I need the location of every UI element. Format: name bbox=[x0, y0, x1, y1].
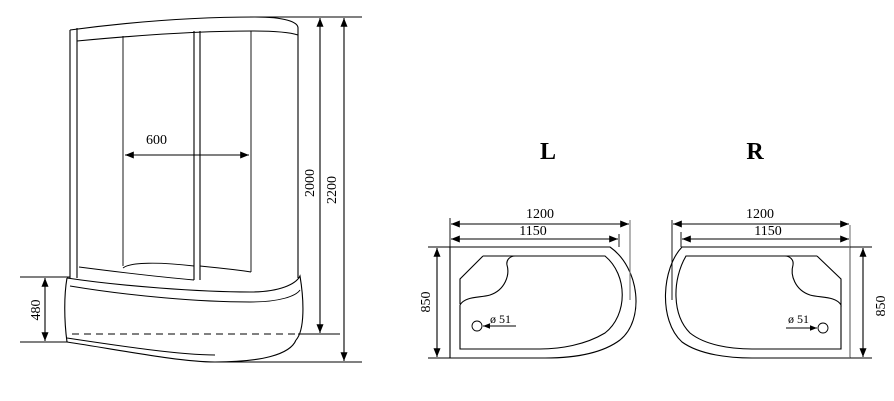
plan-left: L ø 51 1200 1150 850 bbox=[419, 139, 637, 359]
plan-left-title: L bbox=[540, 139, 556, 165]
glass-height-label: 2000 bbox=[303, 169, 318, 197]
door-width-label: 600 bbox=[146, 133, 167, 148]
plan-right-depth: 850 bbox=[874, 296, 889, 317]
plan-left-inner-width: 1150 bbox=[519, 224, 546, 239]
tray-height-label: 480 bbox=[29, 300, 44, 321]
plan-right: R ø 51 1200 1150 850 bbox=[664, 139, 889, 359]
side-view: 600 2000 2200 480 bbox=[20, 16, 362, 363]
plan-left-drain-label: ø 51 bbox=[490, 312, 511, 326]
plan-right-inner-width: 1150 bbox=[754, 224, 781, 239]
plan-left-overall-width: 1200 bbox=[526, 207, 554, 222]
plan-right-overall-width: 1200 bbox=[746, 207, 774, 222]
total-height-label: 2200 bbox=[325, 176, 340, 204]
plan-right-title: R bbox=[746, 139, 764, 165]
plan-right-drain-label: ø 51 bbox=[788, 312, 809, 326]
plan-left-depth: 850 bbox=[419, 292, 434, 313]
